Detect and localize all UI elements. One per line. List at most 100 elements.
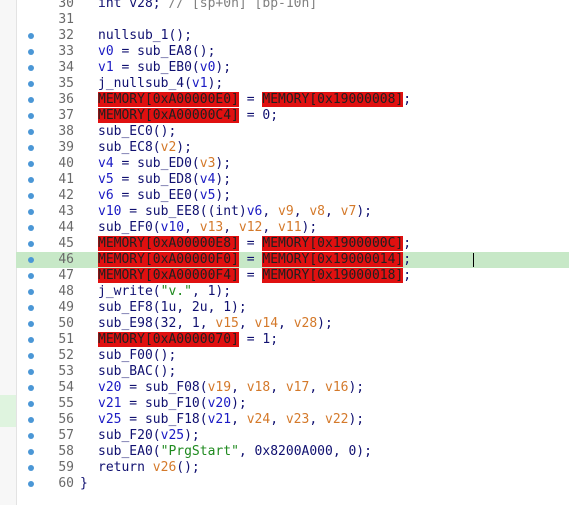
breakpoint-dot-icon[interactable] (28, 417, 34, 423)
code-text[interactable]: sub_F00(); (98, 348, 176, 364)
variable-token[interactable]: v20 (207, 396, 232, 411)
variable-token[interactable]: v25 (98, 412, 122, 427)
code-text[interactable]: sub_E98(32, 1, v15, v14, v28); (98, 316, 333, 332)
argument-token[interactable]: v9 (278, 204, 294, 219)
line-gutter[interactable]: 36 (16, 92, 76, 108)
variable-token[interactable]: v5 (199, 188, 216, 203)
code-line[interactable]: 41 v5 = sub_ED8(v4); (16, 172, 569, 188)
code-line[interactable]: 32 nullsub_1(); (16, 28, 569, 44)
memory-reference[interactable]: MEMORY[0x19000014] (262, 252, 404, 267)
code-text[interactable]: v25 = sub_F18(v21, v24, v23, v22); (98, 412, 364, 428)
code-line[interactable]: 48 j_write("v.", 1); (16, 284, 569, 300)
line-gutter[interactable]: 45 (16, 236, 76, 252)
code-text[interactable]: v6 = sub_EE0(v5); (98, 188, 231, 204)
code-text[interactable]: v1 = sub_EB0(v0); (98, 60, 231, 76)
line-gutter[interactable]: 57 (16, 428, 76, 444)
breakpoint-dot-icon[interactable] (28, 337, 34, 343)
breakpoint-dot-icon[interactable] (28, 369, 34, 375)
line-gutter[interactable]: 37 (16, 108, 76, 124)
breakpoint-dot-icon[interactable] (28, 193, 34, 199)
line-gutter[interactable]: 33 (16, 44, 76, 60)
variable-token[interactable]: v1 (191, 76, 208, 91)
code-text[interactable]: MEMORY[0xA00000E0] = MEMORY[0x19000008]; (98, 92, 411, 108)
argument-token[interactable]: v24 (246, 412, 271, 427)
line-gutter[interactable]: 39 (16, 140, 76, 156)
argument-token[interactable]: v22 (325, 412, 349, 427)
variable-token[interactable]: v5 (98, 172, 114, 187)
breakpoint-dot-icon[interactable] (28, 273, 34, 279)
line-gutter[interactable]: 49 (16, 300, 76, 316)
code-text[interactable]: sub_EC8(v2); (98, 140, 192, 156)
code-text[interactable]: v4 = sub_ED0(v3); (98, 156, 231, 172)
breakpoint-dot-icon[interactable] (28, 145, 34, 151)
variable-token[interactable]: v0 (98, 44, 114, 59)
code-text[interactable]: MEMORY[0xA00000F0] = MEMORY[0x19000014]; (98, 252, 411, 268)
memory-reference[interactable]: MEMORY[0xA00000F4] (98, 268, 239, 283)
code-text[interactable]: j_write("v.", 1); (98, 284, 231, 300)
memory-reference[interactable]: MEMORY[0xA0000070] (98, 332, 239, 347)
argument-token[interactable]: v3 (199, 156, 216, 171)
breakpoint-dot-icon[interactable] (28, 65, 34, 71)
line-gutter[interactable]: 32 (16, 28, 76, 44)
line-gutter[interactable]: 40 (16, 156, 76, 172)
breakpoint-dot-icon[interactable] (28, 177, 34, 183)
code-text[interactable]: j_nullsub_4(v1); (98, 76, 223, 92)
breakpoint-dot-icon[interactable] (28, 81, 34, 87)
code-text[interactable]: nullsub_1(); (98, 28, 192, 44)
line-gutter[interactable]: 38 (16, 124, 76, 140)
code-line-current[interactable]: 46 MEMORY[0xA00000F0] = MEMORY[0x19000014… (16, 252, 569, 268)
code-text[interactable]: } (80, 476, 88, 492)
line-gutter[interactable]: 41 (16, 172, 76, 188)
code-text[interactable]: sub_F20(v25); (98, 428, 200, 444)
breakpoint-dot-icon[interactable] (28, 161, 34, 167)
line-gutter[interactable]: 35 (16, 76, 76, 92)
code-text[interactable]: sub_EF0(v10, v13, v12, v11); (98, 220, 317, 236)
code-line[interactable]: 37 MEMORY[0xA00000C4] = 0; (16, 108, 569, 124)
memory-reference[interactable]: MEMORY[0xA00000C4] (98, 108, 239, 123)
variable-token[interactable]: v4 (98, 156, 114, 171)
argument-token[interactable]: v2 (160, 140, 177, 155)
breakpoint-dot-icon[interactable] (28, 113, 34, 119)
breakpoint-dot-icon[interactable] (28, 289, 34, 295)
code-text[interactable]: int v28; // [sp+0h] [bp-10h] (98, 0, 317, 12)
argument-token[interactable]: v28 (293, 316, 318, 331)
argument-token[interactable]: v14 (254, 316, 279, 331)
code-text[interactable]: MEMORY[0xA00000F4] = MEMORY[0x19000018]; (98, 268, 411, 284)
variable-token[interactable]: v21 (207, 412, 232, 427)
variable-token[interactable]: v6 (98, 188, 114, 203)
code-text[interactable]: sub_EC0(); (98, 124, 176, 140)
breakpoint-dot-icon[interactable] (28, 225, 34, 231)
code-text[interactable]: v5 = sub_ED8(v4); (98, 172, 231, 188)
line-gutter[interactable]: 48 (16, 284, 76, 300)
code-text[interactable]: MEMORY[0xA00000E8] = MEMORY[0x1900000C]; (98, 236, 411, 252)
line-gutter[interactable]: 47 (16, 268, 76, 284)
breakpoint-dot-icon[interactable] (28, 321, 34, 327)
code-text[interactable]: MEMORY[0xA00000C4] = 0; (98, 108, 278, 124)
breakpoint-dot-icon[interactable] (28, 33, 34, 39)
line-gutter[interactable]: 59 (16, 460, 76, 476)
breakpoint-dot-icon[interactable] (28, 49, 34, 55)
breakpoint-dot-icon[interactable] (28, 241, 34, 247)
code-text[interactable]: MEMORY[0xA0000070] = 1; (98, 332, 278, 348)
code-line[interactable]: 57 sub_F20(v25); (16, 428, 569, 444)
code-text[interactable]: v21 = sub_F10(v20); (98, 396, 247, 412)
line-gutter[interactable]: 51 (16, 332, 76, 348)
line-gutter[interactable]: 46 (16, 252, 76, 268)
breakpoint-dot-icon[interactable] (28, 209, 34, 215)
variable-token[interactable]: v25 (160, 428, 185, 443)
code-line[interactable]: 45 MEMORY[0xA00000E8] = MEMORY[0x1900000C… (16, 236, 569, 252)
argument-token[interactable]: v16 (325, 380, 349, 395)
memory-reference[interactable]: MEMORY[0xA00000E0] (98, 92, 239, 107)
line-gutter[interactable]: 34 (16, 60, 76, 76)
code-text[interactable]: sub_EF8(1u, 2u, 1); (98, 300, 247, 316)
breakpoint-dot-icon[interactable] (28, 465, 34, 471)
code-text[interactable]: sub_BAC(); (98, 364, 176, 380)
argument-token[interactable]: v18 (246, 380, 271, 395)
argument-token[interactable]: v11 (278, 220, 302, 235)
